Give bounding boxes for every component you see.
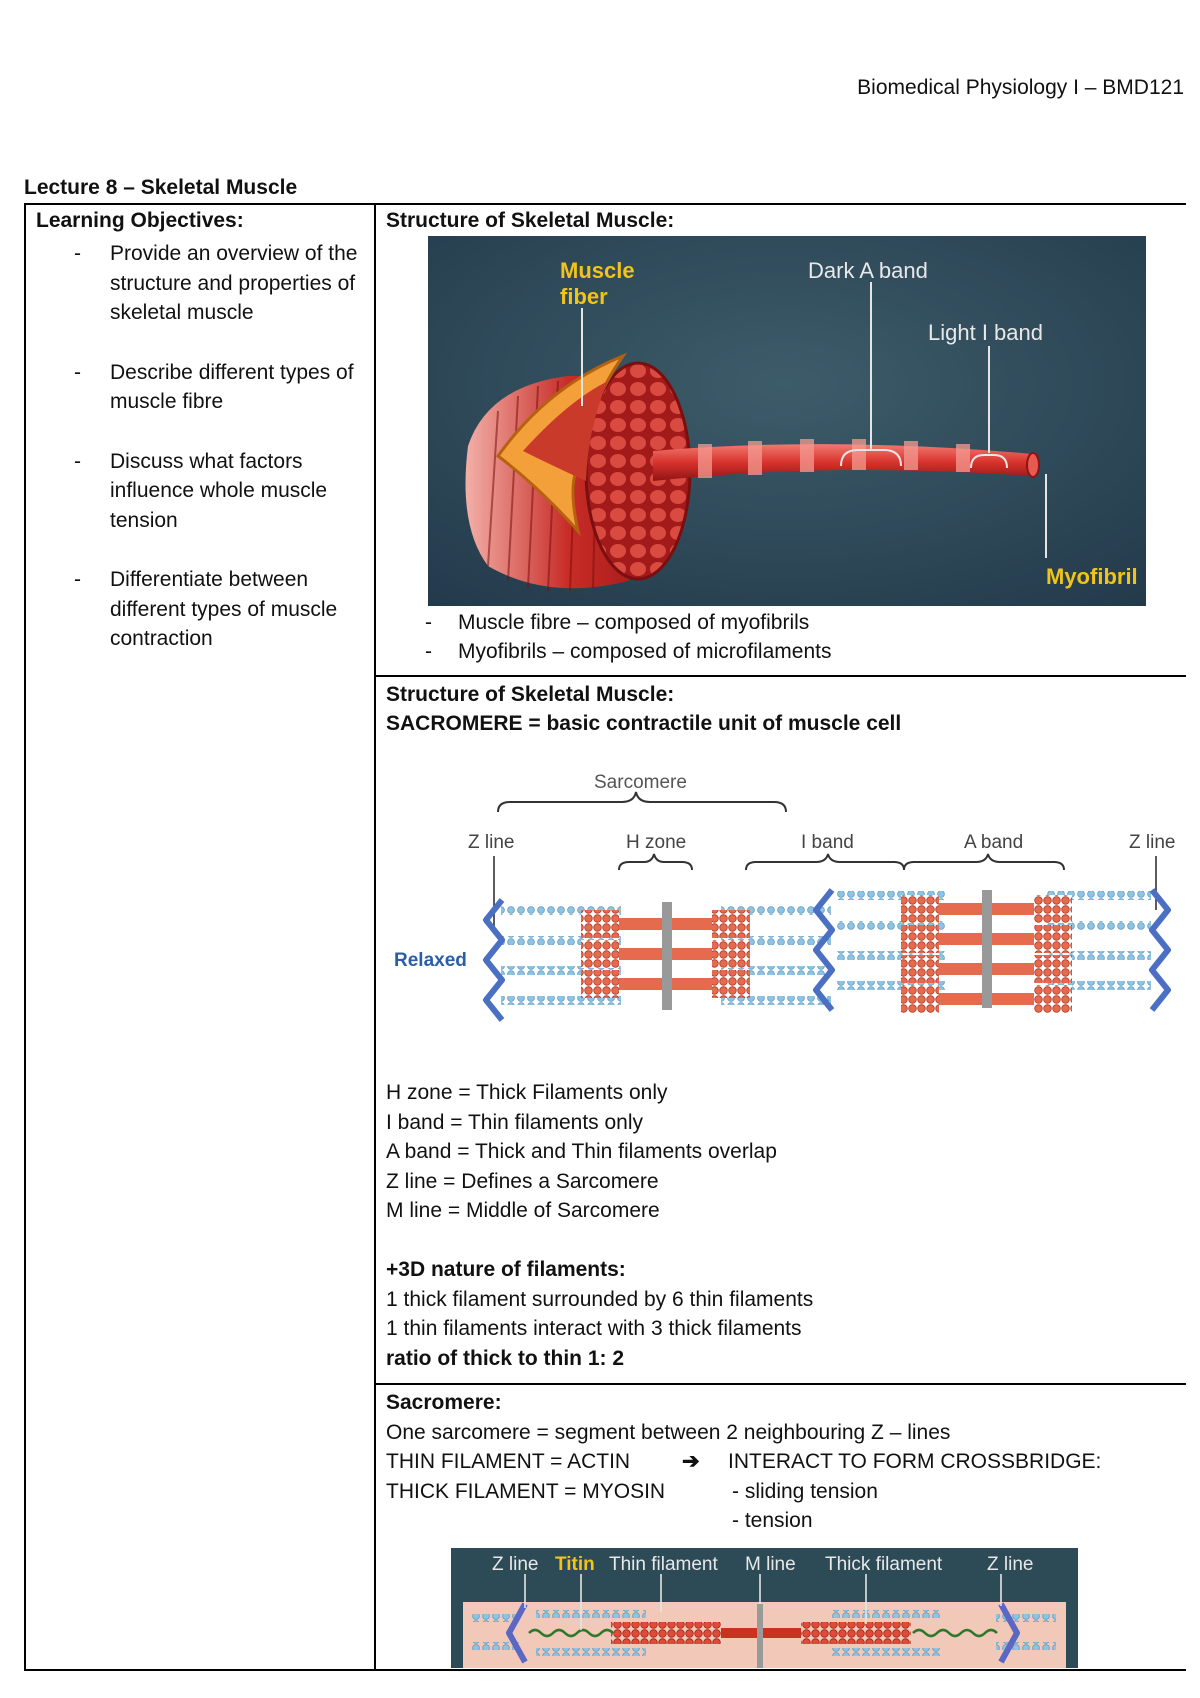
- z-line-pointers: [493, 856, 1157, 930]
- objective-text: Discuss what factors influence whole mus…: [110, 449, 328, 532]
- thick-filament-label: Thick filament: [825, 1554, 943, 1575]
- titin-z-lines: [506, 1602, 1020, 1664]
- z-line-left-label: Z line: [468, 832, 514, 853]
- titin-z-line-label-2: Z line: [987, 1554, 1033, 1575]
- m-line-label: M line: [745, 1554, 796, 1575]
- section3-heading: Sacromere:: [386, 1391, 502, 1414]
- h-zone-label: H zone: [626, 832, 686, 853]
- definitions-block: H zone = Thick Filaments only I band = T…: [386, 1078, 813, 1373]
- course-header: Biomedical Physiology I – BMD121: [857, 76, 1184, 99]
- titin-z-line-label-1: Z line: [492, 1554, 538, 1575]
- thin-filament-label: Thin filament: [609, 1554, 718, 1575]
- bullet-text: Myofibrils – composed of microfilaments: [458, 640, 832, 663]
- dimension-brackets: [497, 791, 1065, 871]
- titin-thick-heads-left: [611, 1622, 721, 1644]
- sarcomere-figure: Sarcomere Z line H zone I band A band Z …: [394, 772, 1175, 1022]
- a-band-label: A band: [964, 832, 1023, 853]
- tension-line: - tension: [732, 1509, 813, 1532]
- objective-text: Differentiate between different types of…: [110, 568, 338, 650]
- section2-heading: Structure of Skeletal Muscle:: [386, 683, 675, 706]
- definition-line: H zone = Thick Filaments only: [386, 1081, 668, 1104]
- definition-line: I band = Thin filaments only: [386, 1110, 644, 1134]
- z-lines: [483, 888, 1171, 1022]
- objective-item: -Discuss what factors influence whole mu…: [74, 449, 328, 532]
- ratio-line: ratio of thick to thin 1: 2: [386, 1346, 625, 1370]
- sheath-flap-inner: [523, 381, 608, 481]
- bullet-item: -Muscle fibre – composed of myofibrils: [425, 611, 810, 634]
- table-top-border: [24, 203, 1186, 205]
- section3-block: Sacromere: One sarcomere = segment betwe…: [386, 1388, 1176, 1536]
- definition-line: M line = Middle of Sarcomere: [386, 1199, 660, 1222]
- objective-item: -Provide an overview of the structure an…: [74, 242, 358, 324]
- interact-line: INTERACT TO FORM CROSSBRIDGE:: [728, 1450, 1102, 1473]
- nature-heading: +3D nature of filaments:: [386, 1258, 626, 1281]
- titin-figure: Z line Titin Thin filament M line Thick …: [451, 1548, 1078, 1668]
- definition-line: Z line = Defines a Sarcomere: [386, 1169, 659, 1193]
- thick-filament-line: THICK FILAMENT = MYOSIN: [386, 1479, 666, 1503]
- row-divider-1: [375, 675, 1186, 677]
- dark-a-band-label: Dark A band: [808, 258, 928, 283]
- bullet-item: -Myofibrils – composed of microfilaments: [425, 640, 832, 663]
- objective-item: -Describe different types of muscle fibr…: [74, 360, 354, 414]
- thin-filaments: [501, 891, 1151, 1005]
- titin-spring-right: [912, 1628, 998, 1638]
- rod-end: [1026, 452, 1040, 478]
- muscle-fiber-figure: Muscle fiber Dark A band Light I band My…: [428, 236, 1146, 606]
- sarcomere-label: Sarcomere: [594, 772, 687, 793]
- z-line-right-label: Z line: [1129, 832, 1175, 853]
- objective-text: Describe different types of muscle fibre: [110, 360, 354, 414]
- objective-text: Provide an overview of the structure and…: [110, 242, 358, 324]
- sarcomere-definition: SACROMERE = basic contractile unit of mu…: [386, 712, 902, 735]
- titin-m-line: [757, 1604, 763, 1668]
- rod-bands: [698, 439, 970, 478]
- definition-line: A band = Thick and Thin filaments overla…: [386, 1140, 777, 1163]
- section1-bullets: -Muscle fibre – composed of myofibrils -…: [425, 608, 831, 666]
- myofibril-label: Myofibril: [1046, 564, 1138, 589]
- objective-item: -Differentiate between different types o…: [74, 568, 338, 650]
- objectives-list: -Provide an overview of the structure an…: [36, 239, 361, 684]
- sarcomere-segment-line: One sarcomere = segment between 2 neighb…: [386, 1420, 951, 1444]
- table-left-border: [24, 203, 26, 1671]
- objectives-heading: Learning Objectives:: [36, 209, 244, 232]
- titin-thin-filaments: [471, 1610, 1056, 1656]
- section1-heading: Structure of Skeletal Muscle:: [386, 209, 675, 232]
- titin-leader-lines: [524, 1574, 1002, 1630]
- m-line-right: [982, 890, 992, 1008]
- muscle-fiber-label-line1: Muscle: [560, 258, 635, 283]
- lecture-title: Lecture 8 – Skeletal Muscle: [24, 176, 298, 199]
- bullet-text: Muscle fibre – composed of myofibrils: [458, 611, 810, 634]
- titin-spring-left: [528, 1628, 614, 1638]
- m-line-left: [662, 902, 672, 1010]
- arrow-icon: ➔: [682, 1450, 700, 1473]
- muscle-fiber-label-line2: fiber: [560, 284, 608, 309]
- relaxed-label: Relaxed: [394, 950, 467, 971]
- thin-filament-line: THIN FILAMENT = ACTIN: [386, 1450, 631, 1473]
- nature-line: 1 thick filament surrounded by 6 thin fi…: [386, 1287, 814, 1311]
- titin-label: Titin: [555, 1554, 595, 1575]
- light-i-band-label: Light I band: [928, 320, 1043, 345]
- i-band-label: I band: [801, 832, 854, 853]
- sliding-tension-line: - sliding tension: [732, 1479, 878, 1503]
- row-divider-2: [375, 1383, 1186, 1385]
- titin-thick-heads-right: [801, 1622, 911, 1644]
- nature-line: 1 thin filaments interact with 3 thick f…: [386, 1317, 802, 1340]
- table-column-divider: [374, 203, 376, 1671]
- leader-lines: [581, 282, 1047, 558]
- table-bottom-border: [24, 1669, 1186, 1671]
